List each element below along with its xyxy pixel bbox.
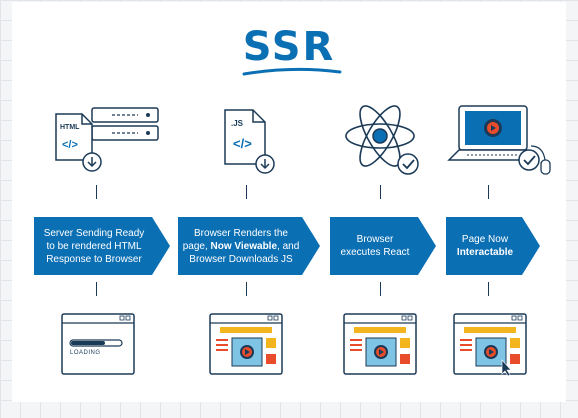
connector-line	[246, 282, 247, 296]
js-file-label: .JS	[231, 119, 244, 128]
react-atom-icon	[345, 105, 419, 175]
html-file-server-icon: HTML </>	[55, 107, 159, 172]
step-browser-executes-react: Browser executes React	[330, 217, 436, 275]
step-server-sending-html: Server Sending Ready to be rendered HTML…	[34, 217, 170, 275]
step-page-interactable: Page Now Interactable	[446, 217, 540, 275]
connector-line	[488, 282, 489, 296]
title-underline	[242, 67, 342, 76]
diagram-title: SSR	[242, 24, 336, 70]
loading-label: LOADING	[70, 350, 101, 356]
js-file-icon: .JS </>	[224, 109, 275, 174]
step-2-line-2: page, Now Viewable, and	[183, 240, 300, 253]
connector-line	[246, 185, 247, 199]
step-4-emphasis: Interactable	[456, 247, 514, 258]
html-file-label: HTML	[60, 124, 80, 131]
step-4-line-1: Page Now	[461, 234, 509, 245]
connector-line	[380, 185, 381, 199]
connector-line	[96, 282, 97, 296]
step-2-line-2-post: , and	[277, 240, 300, 252]
connector-line	[488, 185, 489, 199]
step-1-line-2: to be rendered HTML	[46, 240, 142, 252]
connector-line	[380, 282, 381, 296]
svg-text:</>: </>	[233, 136, 252, 151]
step-2-line-2-pre: page,	[182, 240, 211, 252]
step-browser-renders-page: Browser Renders the page, Now Viewable, …	[178, 217, 320, 275]
svg-text:</>: </>	[62, 139, 78, 151]
step-2-emphasis: Now Viewable	[210, 240, 278, 252]
step-1-line-3: Response to Browser	[46, 253, 142, 265]
loading-window-icon	[61, 313, 135, 375]
connector-line	[96, 185, 97, 199]
step-2-line-1: Browser Renders the	[194, 227, 288, 239]
step-1-line-1: Server Sending Ready	[43, 227, 145, 239]
laptop-mouse-icon	[447, 105, 551, 175]
step-2-line-3: Browser Downloads JS	[189, 253, 293, 265]
step-3-line-2: executes React	[340, 247, 410, 258]
diagram-card: SSR HTML </> .JS </>	[12, 2, 566, 402]
cursor-icon	[501, 359, 512, 377]
rendered-page-window-icon	[209, 313, 283, 375]
interactive-page-window-icon	[453, 313, 527, 377]
react-page-window-icon	[343, 313, 417, 375]
step-3-line-1: Browser	[356, 234, 394, 245]
